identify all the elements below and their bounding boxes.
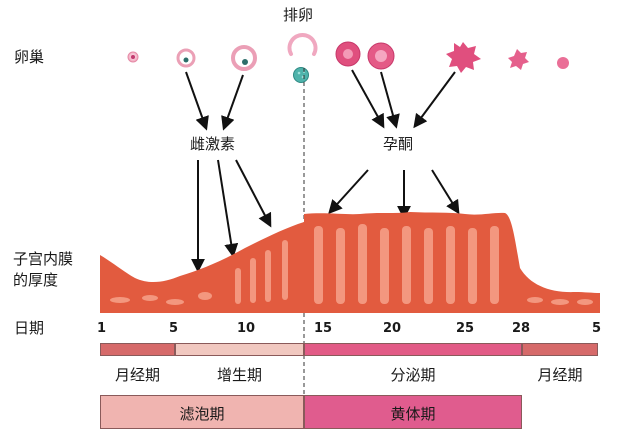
day-tick-20: 20 (383, 321, 402, 336)
arrow-follicle2-estrogen (185, 71, 209, 131)
phase-label-secretory: 分泌期 (390, 366, 436, 384)
phase-bar-proliferative (175, 343, 304, 356)
day-tick-5-next: 5 (592, 321, 602, 336)
phase-bar-menstrual-next (522, 343, 598, 356)
endometrium-label-line1: 子宫内膜 (13, 250, 74, 268)
estrogen-label: 雌激素 (190, 135, 236, 153)
arrow-estrogen-endo-2 (217, 159, 239, 258)
arrow-progesterone-endo-1 (328, 169, 369, 215)
follicle-2-oocyte (183, 57, 189, 63)
arrow-cl1-progesterone (351, 69, 385, 129)
date-label: 日期 (14, 319, 45, 337)
arrow-cl2-progesterone (380, 71, 400, 129)
egg-cell (293, 67, 309, 83)
follicle-1-oocyte (131, 55, 135, 59)
progesterone-label: 孕酮 (383, 135, 414, 153)
day-tick-28: 28 (512, 321, 531, 336)
phase-label-proliferative: 增生期 (216, 366, 262, 384)
day-tick-10: 10 (237, 321, 256, 336)
endometrium (100, 212, 600, 313)
endometrium-tissue (100, 212, 600, 313)
corpus-luteum-3 (446, 42, 481, 73)
day-tick-1: 1 (97, 321, 107, 336)
follicle-sequence (127, 32, 569, 83)
hormone-arrows (185, 69, 460, 273)
phase-label-follicular: 滤泡期 (179, 405, 225, 423)
phase-label-luteal: 黄体期 (390, 405, 436, 423)
arrow-estrogen-endo-3 (235, 159, 272, 228)
phase-box-follicular (100, 395, 304, 429)
corpus-albicans-2 (557, 57, 569, 69)
day-tick-5: 5 (169, 321, 179, 336)
arrow-follicle3-estrogen (221, 74, 244, 131)
ovary-label: 卵巢 (14, 48, 45, 66)
phase-label-menstrual: 月经期 (114, 366, 160, 384)
phase-box-luteal (304, 395, 522, 429)
day-tick-25: 25 (456, 321, 475, 336)
ovulation-label: 排卵 (283, 6, 314, 24)
corpus-albicans-1 (508, 49, 529, 70)
endometrium-glands (110, 224, 593, 305)
follicle-ruptured (287, 32, 318, 56)
follicle-3 (231, 45, 257, 71)
phase-bar-menstrual (100, 343, 175, 356)
day-tick-15: 15 (314, 321, 333, 336)
follicle-3-oocyte (242, 59, 248, 65)
phase-bar-secretory (304, 343, 522, 356)
arrow-cl3-progesterone (413, 71, 456, 129)
arrow-progesterone-endo-3 (431, 169, 460, 215)
phase-label-menstrual-next: 月经期 (537, 366, 583, 384)
endometrium-label-line2: 的厚度 (13, 271, 59, 289)
